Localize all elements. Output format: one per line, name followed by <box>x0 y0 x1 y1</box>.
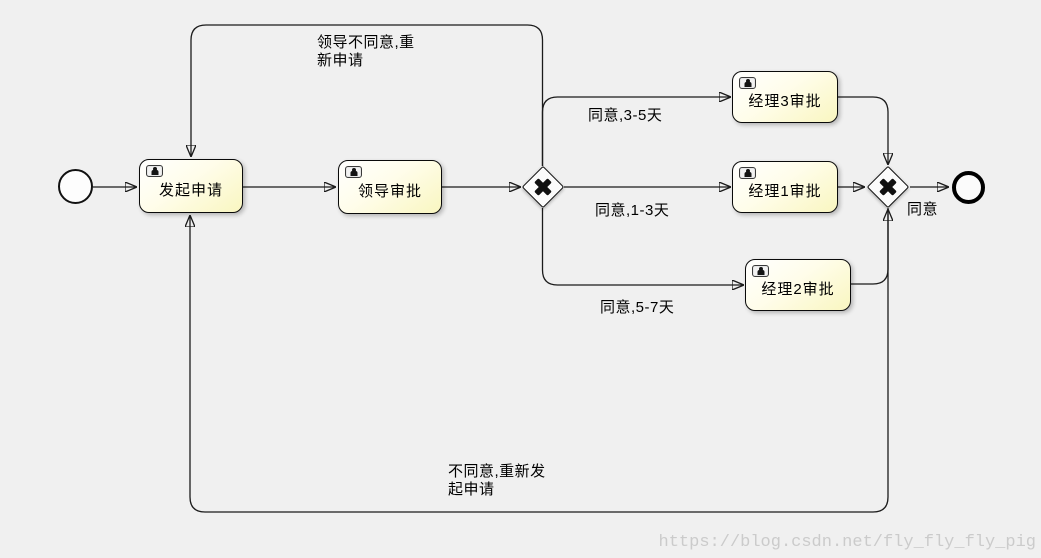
task-label: 领导审批 <box>357 182 422 200</box>
task-label: 经理1审批 <box>748 182 822 200</box>
user-task-icon <box>345 166 362 178</box>
end-event-circle <box>952 171 985 204</box>
watermark-url: https://blog.csdn.net/fly_fly_fly_pig <box>658 533 1036 552</box>
user-task-icon <box>739 167 756 179</box>
user-task-icon <box>739 77 756 89</box>
flow-gateway2-loop-to-initiate <box>190 208 889 513</box>
flow-manager2-to-gateway2 <box>851 210 888 285</box>
user-task-icon <box>146 165 163 177</box>
task-leader-approval: 领导审批 <box>338 160 442 214</box>
flow-gateway1-loop-to-initiate <box>191 24 544 166</box>
start-event-circle <box>58 169 93 204</box>
task-label: 发起申请 <box>158 181 223 199</box>
task-manager3-approval: 经理3审批 <box>732 71 838 123</box>
task-manager2-approval: 经理2审批 <box>745 259 851 311</box>
edge-label-agree: 同意 <box>907 201 939 218</box>
edge-label-agree-5-7-days: 同意,5-7天 <box>600 299 675 316</box>
task-manager1-approval: 经理1审批 <box>732 161 838 213</box>
flow-manager3-to-gateway2 <box>838 96 888 164</box>
flow-gateway1-to-manager3 <box>541 97 731 166</box>
flow-gateway1-to-manager2 <box>541 208 744 285</box>
edge-label-leader-reject: 领导不同意,重 新申请 <box>317 34 415 69</box>
edge-label-agree-3-5-days: 同意,3-5天 <box>588 107 663 124</box>
task-label: 经理2审批 <box>761 280 835 298</box>
task-initiate-request: 发起申请 <box>139 159 243 213</box>
task-label: 经理3审批 <box>748 92 822 110</box>
user-task-icon <box>752 265 769 277</box>
edge-label-agree-1-3-days: 同意,1-3天 <box>595 202 670 219</box>
edge-label-reject-restart: 不同意,重新发 起申请 <box>448 463 546 498</box>
